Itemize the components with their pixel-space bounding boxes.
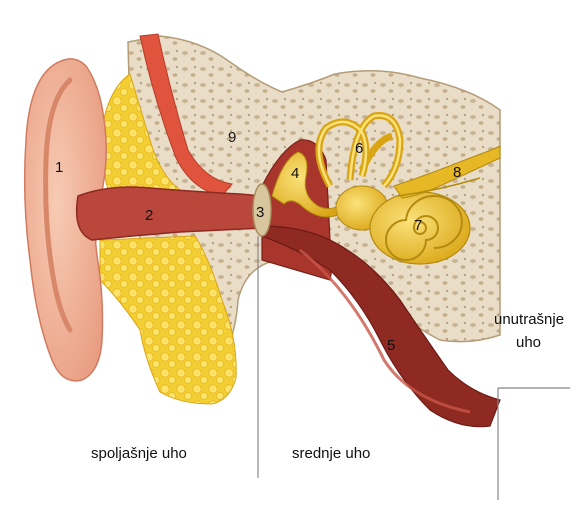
- eardrum: [252, 183, 272, 237]
- label-9: 9: [228, 129, 236, 146]
- auricle-fold: [43, 77, 73, 333]
- label-4: 4: [291, 165, 299, 182]
- label-3: 3: [256, 204, 264, 221]
- region-inner-ear-line2: uho: [516, 334, 541, 351]
- label-2: 2: [145, 207, 153, 224]
- region-inner-ear-line1: unutrašnje: [494, 311, 564, 328]
- region-middle-ear: srednje uho: [292, 445, 370, 462]
- label-7: 7: [414, 217, 422, 234]
- label-8: 8: [453, 164, 461, 181]
- label-6: 6: [355, 140, 363, 157]
- region-outer-ear: spoljašnje uho: [91, 445, 187, 462]
- eustachian-tube: [261, 225, 501, 428]
- label-1: 1: [55, 159, 63, 176]
- fatty-tissue-lower: [99, 235, 237, 405]
- ossicles: [271, 151, 343, 218]
- label-5: 5: [387, 337, 395, 354]
- ear-canal: [75, 186, 263, 241]
